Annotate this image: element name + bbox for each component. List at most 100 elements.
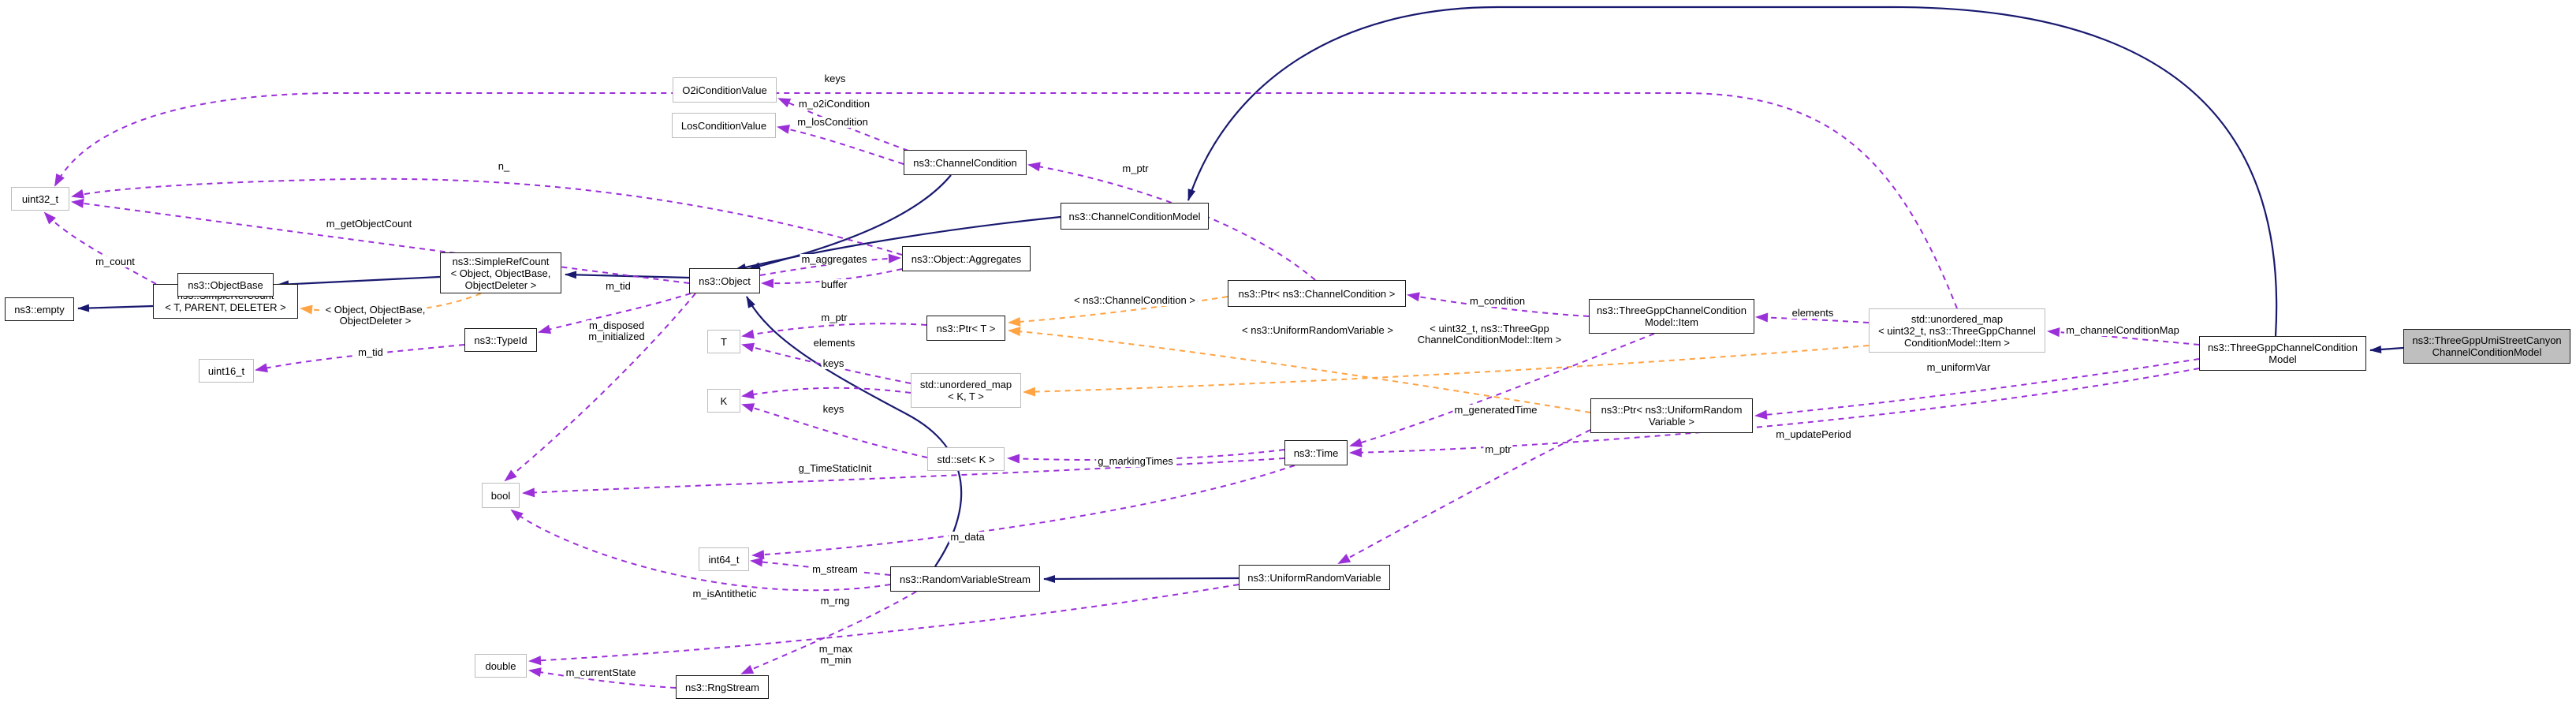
edge-label-use-isantithetic: m_isAntithetic [691,588,759,600]
class-node-umap-items: std::unordered_map< uint32_t, ns3::Three… [1869,308,2045,353]
class-node-label: double [485,659,516,672]
edge-inh-srctpd-empty [77,304,154,312]
edge-use-uniformvar [1754,358,2200,420]
edge-label-use-currentstate: m_currentState [564,667,638,678]
class-node-label: Variable > [1649,416,1694,428]
edge-use-keys-map-uint32 [54,92,1958,309]
class-node-label: LosConditionValue [680,119,767,132]
edge-label-tmpl-ptrcc-ptrt: < ns3::ChannelCondition > [1072,294,1197,306]
edge-inh-urv-rvs [1043,574,1240,583]
class-node-k: K [707,389,740,413]
class-node-time[interactable]: ns3::Time [1284,440,1348,465]
class-node-los: LosConditionValue [672,113,776,138]
class-node-ptr-t[interactable]: ns3::Ptr< T > [926,316,1005,341]
edge-use-elements-item [1755,312,1870,323]
edge-use-mdata [751,465,1295,560]
class-node-objectbase[interactable]: ns3::ObjectBase [177,273,274,297]
class-node-label: ns3::RandomVariableStream [900,573,1031,585]
edge-label-use-mcount: m_count [94,256,136,267]
class-node-t: T [707,330,740,353]
class-node-label: int64_t [708,553,740,566]
edge-use-maxmin [528,584,1240,666]
class-node-label: K [720,394,728,407]
class-node-umap-kt: std::unordered_map< K, T > [911,373,1021,408]
class-node-object[interactable]: ns3::Object [689,268,760,293]
edge-label-use-updateperiod: m_updatePeriod [1774,428,1853,440]
edge-label-use-buffer: buffer [819,278,849,290]
edge-label-use-maxmin: m_max m_min [817,643,855,666]
edge-label-use-keys-map-uint32: keys [822,73,848,84]
edge-label-tmpl-ptrurv-ptrt: < ns3::UniformRandomVariable > [1240,324,1395,336]
edge-inh-rvs-object [746,296,963,567]
edges [43,6,2404,689]
edge-use-n [71,177,903,256]
class-node-ptr-cc[interactable]: ns3::Ptr< ns3::ChannelCondition > [1228,280,1406,307]
class-node-label: < K, T > [948,390,984,402]
class-node-ccm[interactable]: ns3::ChannelConditionModel [1061,203,1209,230]
class-node-label: Model [2268,353,2297,365]
edge-label-use-elements-t: elements [811,337,857,349]
class-node-label: std::unordered_map [1911,312,2004,325]
edge-label-tmpl-srcobj-srctpd: < Object, ObjectBase, ObjectDeleter > [323,304,427,327]
class-node-double: double [475,654,527,678]
class-node-label: ns3::ChannelConditionModel [1068,210,1201,222]
edge-label-use-mcondition: m_condition [1467,295,1527,307]
edge-use-generatedtime [1349,333,1655,447]
class-node-label: ns3::ChannelCondition [913,156,1017,169]
class-node-label: uint32_t [21,192,59,205]
class-node-label: ns3::TypeId [474,334,528,346]
class-node-label: ns3::ThreeGppChannelCondition [1596,304,1747,316]
edge-label-use-getobjectcount: m_getObjectCount [324,218,414,230]
edge-use-elements-t [741,342,911,384]
edge-use-mptr-t [741,323,927,339]
class-node-label: ConditionModel::Item > [1903,336,2011,349]
edge-inh-srcobj-objectbase [277,275,441,289]
class-node-agg[interactable]: ns3::Object::Aggregates [902,246,1031,271]
class-node-urv[interactable]: ns3::UniformRandomVariable [1239,565,1390,590]
edge-tmpl-ptrcc-ptrt [1008,296,1228,327]
edge-tmpl-umapitems-umapkt [1023,345,1870,397]
edge-label-use-mrng: m_rng [818,595,852,607]
class-node-label: ChannelConditionModel [2432,346,2542,358]
class-node-label: < uint32_t, ns3::ThreeGppChannel [1878,324,2036,337]
class-node-set-k: std::set< K > [927,447,1005,471]
class-node-label: ns3::Ptr< T > [936,322,996,334]
class-node-label: T [721,335,727,348]
edge-label-use-markingtimes: g_markingTimes [1096,455,1175,467]
class-node-bool: bool [482,483,520,508]
class-node-rng[interactable]: ns3::RngStream [676,675,769,699]
edge-label-use-elements-item: elements [1790,307,1836,319]
class-node-cc[interactable]: ns3::ChannelCondition [904,150,1027,175]
class-node-label: ns3::ThreeGppChannelCondition [2207,342,2358,353]
edge-tmpl-ptrurv-ptrt [1008,327,1591,413]
class-node-label: O2iConditionValue [682,84,767,96]
edge-label-use-generatedtime: m_generatedTime [1452,404,1539,416]
class-node-uint16: uint16_t [199,359,254,383]
class-node-label: ns3::Ptr< ns3::ChannelCondition > [1238,287,1396,300]
class-node-label: uint16_t [207,364,245,377]
class-node-typeid[interactable]: ns3::TypeId [464,328,537,352]
class-node-label: ns3::ThreeGppUmiStreetCanyon [2412,334,2562,346]
class-node-label: std::unordered_map [919,379,1012,390]
edge-use-mcondition [1407,292,1590,317]
edge-label-use-uniformvar: m_uniformVar [1925,361,1993,373]
class-node-empty[interactable]: ns3::empty [5,297,74,321]
edge-use-markingtimes [1007,449,1285,464]
edge-label-use-mdata: m_data [949,531,986,543]
edge-use-o2icondition [777,98,909,151]
class-node-label: < Object, ObjectBase, [450,267,551,279]
edge-inh-umi-tgccm [2369,346,2404,353]
edge-use-loscondition [777,124,904,165]
class-node-rvs[interactable]: ns3::RandomVariableStream [890,566,1040,592]
class-node-label: ns3::UniformRandomVariable [1247,571,1381,584]
class-node-src-obj[interactable]: ns3::SimpleRefCount< Object, ObjectBase,… [440,252,561,293]
edge-label-use-loscondition: m_losCondition [796,116,870,128]
class-node-label: bool [490,489,511,502]
class-node-o2i: O2iConditionValue [673,77,777,103]
